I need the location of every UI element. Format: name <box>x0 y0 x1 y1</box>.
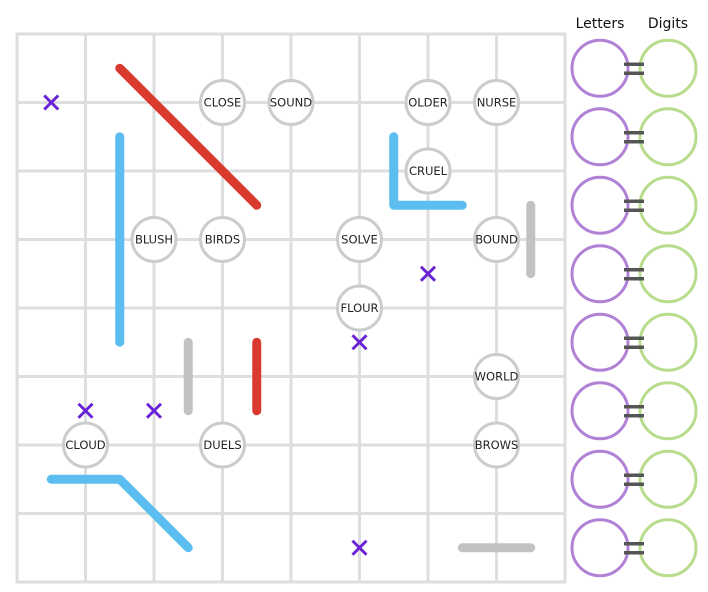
letter-digit-pair <box>570 312 698 372</box>
digits-slot[interactable] <box>638 38 698 98</box>
word-label: BIRDS <box>205 233 240 247</box>
letters-header: Letters <box>576 16 625 32</box>
cross-stroke <box>77 402 94 419</box>
cross-stroke <box>43 94 60 111</box>
word-node-circle <box>267 79 315 126</box>
word-label: OLDER <box>408 96 448 110</box>
red-stroke <box>115 63 262 210</box>
word-node[interactable]: CRUEL <box>404 147 452 195</box>
stroke-layer <box>46 63 536 553</box>
word-node-circle <box>130 216 178 263</box>
equals-icon <box>624 542 644 555</box>
letters-slot[interactable] <box>570 38 630 98</box>
word-label: NURSE <box>477 96 517 110</box>
cross-stroke <box>145 402 163 419</box>
equals-icon <box>624 131 644 144</box>
equals-icon <box>624 405 644 418</box>
word-label: CRUEL <box>409 164 448 178</box>
equals-icon <box>624 473 644 486</box>
word-label: SOUND <box>270 96 312 110</box>
letters-slot[interactable] <box>570 449 630 509</box>
word-node-circle <box>336 284 383 332</box>
word-node-circle <box>473 79 520 126</box>
word-node-circle <box>336 216 383 263</box>
word-node-circle <box>473 421 520 469</box>
word-node-circle <box>473 353 520 400</box>
cross-stroke <box>419 265 437 282</box>
equals-icon <box>624 62 644 75</box>
word-node[interactable]: OLDER <box>404 79 452 126</box>
digits-slot[interactable] <box>638 107 698 167</box>
word-node-circle <box>404 147 452 195</box>
word-node-circle <box>199 79 246 126</box>
letters-slot[interactable] <box>570 312 630 372</box>
word-node-circle <box>404 79 452 126</box>
equals-icon <box>624 268 644 281</box>
word-label: BLUSH <box>135 233 173 247</box>
word-node-circle <box>62 421 109 469</box>
equals-icon <box>624 336 644 349</box>
word-label: DUELS <box>203 438 241 452</box>
word-node[interactable]: NURSE <box>473 79 520 126</box>
cross-mark <box>43 94 60 111</box>
cross-stroke <box>351 334 368 351</box>
word-node[interactable]: WORLD <box>473 353 520 400</box>
word-node[interactable]: BOUND <box>473 216 520 263</box>
letter-digit-pair <box>570 449 698 509</box>
letters-slot[interactable] <box>570 175 630 235</box>
cross-mark <box>351 539 368 556</box>
letters-slot[interactable] <box>570 518 630 578</box>
cross-stroke <box>351 539 368 556</box>
digits-slot[interactable] <box>638 518 698 578</box>
word-label: SOLVE <box>341 233 378 247</box>
letter-digit-pair <box>570 244 698 304</box>
cross-mark <box>419 265 437 282</box>
digits-header: Digits <box>648 16 688 32</box>
word-label: CLOSE <box>204 96 242 110</box>
mark-layer <box>43 94 437 556</box>
word-label: BROWS <box>475 438 519 452</box>
digits-slot[interactable] <box>638 381 698 441</box>
letter-digit-pair <box>570 107 698 167</box>
digits-slot[interactable] <box>638 449 698 509</box>
word-label: CLOUD <box>65 438 105 452</box>
cross-mark <box>145 402 163 419</box>
word-node[interactable]: SOUND <box>267 79 315 126</box>
word-node[interactable]: FLOUR <box>336 284 383 332</box>
word-node[interactable]: BIRDS <box>199 216 246 263</box>
letter-digit-pair <box>570 518 698 578</box>
equals-icon <box>624 199 644 212</box>
cross-mark <box>77 402 94 419</box>
digits-slot[interactable] <box>638 244 698 304</box>
word-node[interactable]: BLUSH <box>130 216 178 263</box>
letter-digit-pair <box>570 38 698 98</box>
letters-slot[interactable] <box>570 107 630 167</box>
letters-slot[interactable] <box>570 381 630 441</box>
word-node[interactable]: BROWS <box>473 421 520 469</box>
cross-mark <box>351 334 368 351</box>
pair-list <box>570 38 698 578</box>
word-node[interactable]: SOLVE <box>336 216 383 263</box>
word-label: FLOUR <box>340 301 378 315</box>
word-node[interactable]: DUELS <box>199 421 246 469</box>
word-node[interactable]: CLOSE <box>199 79 246 126</box>
letter-digit-pair <box>570 175 698 235</box>
side-panel: Letters Digits <box>570 16 698 578</box>
word-label: BOUND <box>475 233 518 247</box>
blue-stroke <box>46 474 193 553</box>
digits-slot[interactable] <box>638 175 698 235</box>
letters-slot[interactable] <box>570 244 630 304</box>
blue-stroke <box>389 132 467 210</box>
digits-slot[interactable] <box>638 312 698 372</box>
word-node-circle <box>473 216 520 263</box>
word-node-circle <box>199 421 246 469</box>
letter-digit-pair <box>570 381 698 441</box>
word-node[interactable]: CLOUD <box>62 421 109 469</box>
word-layer: CLOSE SOUND OLDER NURSE CRUEL BLUSH BIRDS SOLVE… <box>62 79 520 469</box>
word-label: WORLD <box>475 370 519 384</box>
word-node-circle <box>199 216 246 263</box>
